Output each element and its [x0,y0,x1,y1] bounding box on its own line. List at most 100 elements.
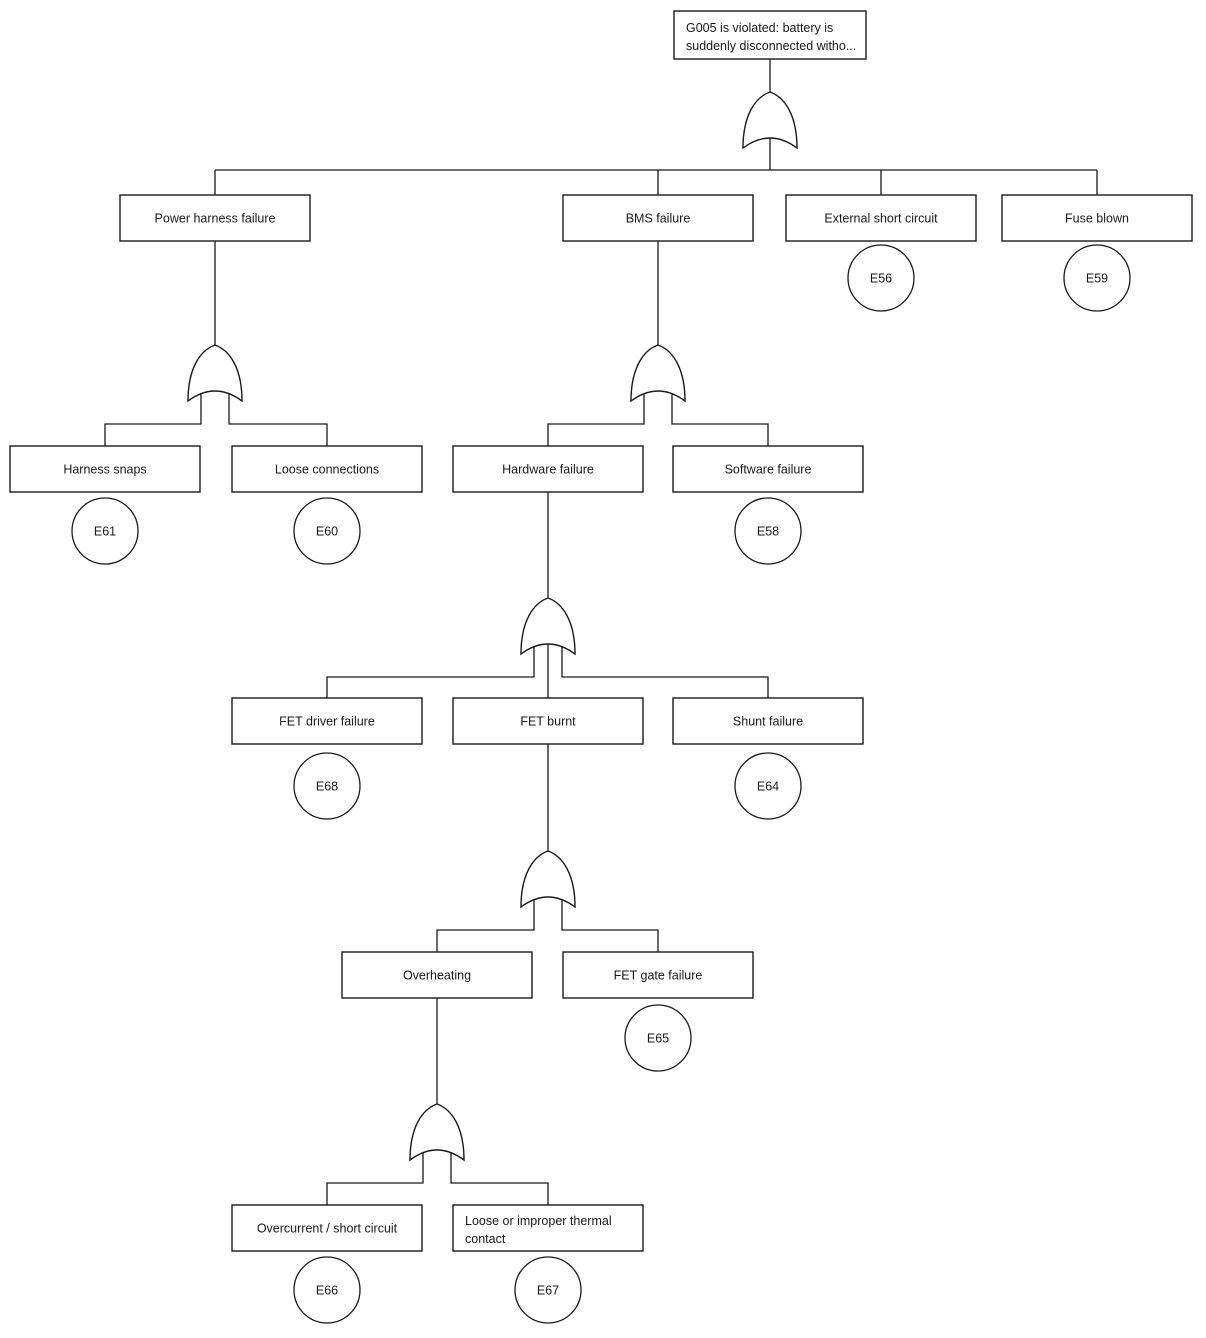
connector-lines [104,59,1098,1205]
basic-event-e60-label: E60 [316,525,338,539]
basic-event-e66-circle-icon [293,1256,361,1324]
node-loose-improper-thermal-contact-label: Loose or improper thermal [465,1214,612,1228]
node-shunt-failure-label: Shunt failure [733,715,803,729]
node-fet-gate-failure-label: FET gate failure [614,969,703,983]
connector-line [228,393,328,446]
connector-line [561,899,659,952]
basic-event-e59: E59 [1063,244,1131,312]
gate-hardware-or-gate-icon [520,597,576,656]
node-loose-improper-thermal-contact-box [452,1204,644,1252]
basic-event-e65-label: E65 [647,1032,669,1046]
node-overheating: Overheating [341,951,533,999]
basic-event-e68-circle-icon [293,752,361,820]
basic-event-e67: E67 [514,1256,582,1324]
basic-event-e61: E61 [71,497,139,565]
basic-event-e67-label: E67 [537,1284,559,1298]
node-top-event-label: suddenly disconnected witho... [686,39,856,53]
connector-line [671,393,769,446]
node-external-short-circuit-box [785,194,977,242]
node-loose-connections-label: Loose connections [275,463,379,477]
node-overcurrent-short-circuit-box [231,1204,423,1252]
node-top-event: G005 is violated: battery is suddenly dis… [673,10,867,60]
node-harness-snaps-label: Harness snaps [63,463,146,477]
node-bms-failure: BMS failure [562,194,754,242]
node-overcurrent-short-circuit: Overcurrent / short circuit [231,1204,423,1252]
gate-power-harness-or-gate-icon [187,344,243,403]
node-external-short-circuit: External short circuit [785,194,977,242]
connector-line [436,899,535,952]
node-power-harness-failure-label: Power harness failure [155,212,276,226]
connector-line [326,646,535,698]
node-software-failure-label: Software failure [725,463,812,477]
gate-fet-burnt-or-gate-icon [520,850,576,909]
basic-event-e59-circle-icon [1063,244,1131,312]
basic-event-e60: E60 [293,497,361,565]
node-fuse-blown-label: Fuse blown [1065,212,1129,226]
basic-event-e59-label: E59 [1086,272,1108,286]
basic-event-e61-circle-icon [71,497,139,565]
node-power-harness-failure-box [119,194,311,242]
connector-line [561,646,769,698]
gate-bms-or-gate-icon [630,344,686,403]
node-overheating-label: Overheating [403,969,471,983]
basic-event-e66-label: E66 [316,1284,338,1298]
node-power-harness-failure: Power harness failure [119,194,311,242]
node-bms-failure-box [562,194,754,242]
basic-event-e68: E68 [293,752,361,820]
node-software-failure: Software failure [672,445,864,493]
node-top-event-label: G005 is violated: battery is [686,21,833,35]
node-loose-connections-box [231,445,423,493]
node-top-event-box [673,10,867,60]
node-harness-snaps-box [9,445,201,493]
node-fet-driver-failure: FET driver failure [231,697,423,745]
fault-boxes: G005 is violated: battery is suddenly dis… [9,10,1193,1252]
basic-event-e66: E66 [293,1256,361,1324]
node-fet-burnt-box [452,697,644,745]
node-loose-improper-thermal-contact: Loose or improper thermal contact [452,1204,644,1252]
connector-line [326,1152,424,1205]
basic-event-e64-label: E64 [757,780,779,794]
basic-event-e67-circle-icon [514,1256,582,1324]
node-shunt-failure-box [672,697,864,745]
node-hardware-failure-box [452,445,644,493]
node-fet-driver-failure-label: FET driver failure [279,715,375,729]
basic-event-e68-label: E68 [316,780,338,794]
node-loose-improper-thermal-contact-label: contact [465,1232,506,1246]
node-fet-burnt: FET burnt [452,697,644,745]
gate-overheating-or-gate-icon [409,1103,465,1162]
connector-line [450,1152,549,1205]
node-overcurrent-short-circuit-label: Overcurrent / short circuit [257,1222,398,1236]
node-harness-snaps: Harness snaps [9,445,201,493]
basic-event-e65: E65 [624,1004,692,1072]
node-fet-driver-failure-box [231,697,423,745]
node-fet-gate-failure-box [562,951,754,999]
node-fuse-blown-box [1001,194,1193,242]
node-software-failure-box [672,445,864,493]
node-fuse-blown: Fuse blown [1001,194,1193,242]
connector-line [547,393,645,446]
basic-event-e56-circle-icon [847,244,915,312]
connector-line [104,393,202,446]
or-gates [187,91,798,1162]
basic-event-e65-circle-icon [624,1004,692,1072]
basic-event-e64-circle-icon [734,752,802,820]
node-fet-gate-failure: FET gate failure [562,951,754,999]
gate-top-or-gate-icon [742,91,798,150]
basic-event-e58: E58 [734,497,802,565]
node-shunt-failure: Shunt failure [672,697,864,745]
basic-event-e60-circle-icon [293,497,361,565]
node-bms-failure-label: BMS failure [626,212,691,226]
basic-event-e64: E64 [734,752,802,820]
basic-event-e61-label: E61 [94,525,116,539]
basic-event-e56: E56 [847,244,915,312]
basic-event-e58-circle-icon [734,497,802,565]
node-hardware-failure: Hardware failure [452,445,644,493]
basic-event-e58-label: E58 [757,525,779,539]
node-overheating-box [341,951,533,999]
node-loose-connections: Loose connections [231,445,423,493]
basic-event-e56-label: E56 [870,272,892,286]
node-fet-burnt-label: FET burnt [520,715,576,729]
